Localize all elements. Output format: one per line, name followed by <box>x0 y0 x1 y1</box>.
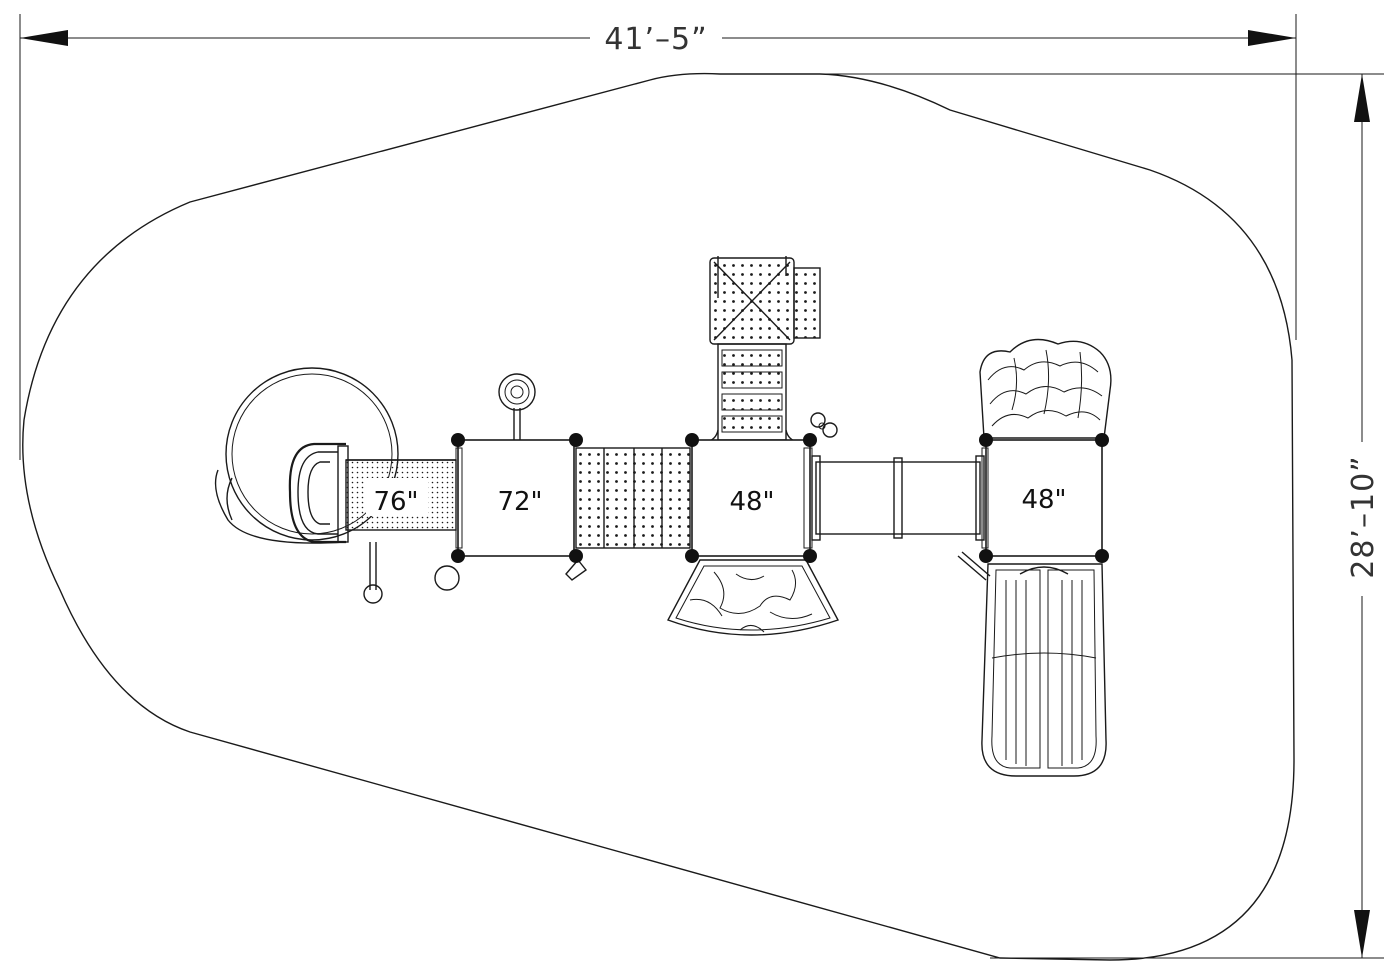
stepping-pod <box>434 565 460 591</box>
deck-76: 76" <box>345 459 457 531</box>
telescope-handle <box>565 558 588 581</box>
deck-76-height-label: 76" <box>373 487 418 517</box>
access-pole-bottom <box>363 542 383 604</box>
deck-48-center: 48" <box>691 439 813 557</box>
leaf-climber <box>979 338 1112 439</box>
deck-48-center-height-label: 48" <box>729 487 774 517</box>
steering-wheel-panel <box>498 373 536 440</box>
width-dimension-label: 41’–5” <box>604 22 707 57</box>
rock-climber-wall <box>667 559 840 636</box>
support-posts <box>451 433 1109 563</box>
depth-dimension: 28’–10” <box>820 73 1384 959</box>
perforated-bridge <box>575 447 691 549</box>
deck-48-right: 48" <box>981 439 1103 557</box>
spiral-slide <box>214 367 399 544</box>
deck-72-height-label: 72" <box>497 487 542 517</box>
width-dimension: 41’–5” <box>19 14 1297 460</box>
depth-dimension-label: 28’–10” <box>1346 455 1381 578</box>
deck-48-right-height-label: 48" <box>1021 485 1066 515</box>
side-grab-bar <box>957 551 991 581</box>
safety-use-zone-outline <box>22 72 1295 961</box>
binocular-panel <box>810 412 838 438</box>
upper-climber-platform <box>709 256 821 345</box>
step-ladder <box>705 343 799 443</box>
double-slide <box>981 563 1107 777</box>
deck-72: 72" <box>455 439 575 557</box>
tube-bridge <box>811 455 985 541</box>
